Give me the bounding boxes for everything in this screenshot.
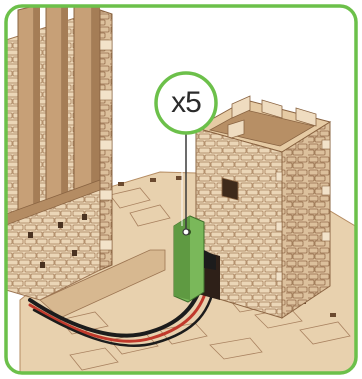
right-tower-side [282,122,330,318]
callout-anchor-dot [183,229,189,235]
quantity-badge [156,73,216,133]
left-tower-edge [100,10,112,270]
right-tower-window [222,178,238,200]
left-tower-columns [6,0,100,225]
